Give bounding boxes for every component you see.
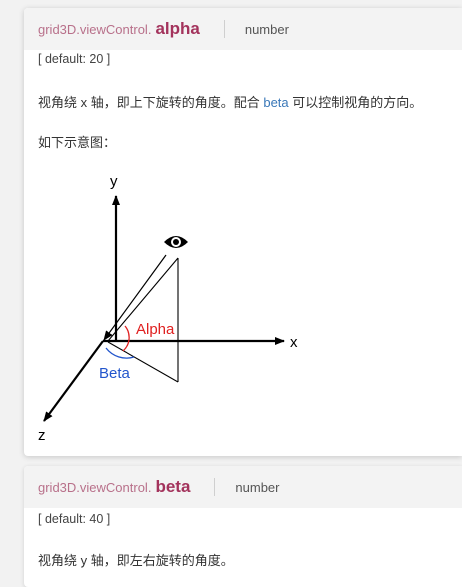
z-axis-label: z <box>38 427 46 444</box>
property-name[interactable]: beta <box>155 477 191 496</box>
default-value: [ default: 20 ] <box>38 52 111 66</box>
view-sight-line <box>107 257 179 342</box>
z-axis <box>43 340 104 422</box>
rotation-diagram: y x z Alpha Beta <box>38 173 298 444</box>
view-direction-line <box>103 254 167 341</box>
property-description: 视角绕 x 轴，即上下旋转的角度。配合 beta 可以控制视角的方向。 <box>38 92 422 111</box>
property-path-prefix: grid3D.viewControl. <box>38 21 152 37</box>
diagram-caption: 如下示意图： <box>38 135 117 150</box>
x-axis-label: x <box>290 334 298 351</box>
property-type: number <box>235 479 280 495</box>
property-description: 视角绕 y 轴，即左右旋转的角度。 <box>38 553 234 568</box>
property-card-alpha: grid3D.viewControl. alpha number [ defau… <box>24 8 462 456</box>
eye-icon <box>164 236 188 248</box>
alpha-arc <box>122 325 130 352</box>
property-type: number <box>244 21 289 37</box>
header-divider <box>214 478 216 496</box>
y-axis-label: y <box>110 173 118 190</box>
header-divider <box>223 20 225 38</box>
description-text-end: 可以控制视角的方向。 <box>288 95 423 110</box>
description-text: 视角绕 x 轴，即上下旋转的角度。配合 <box>38 95 264 110</box>
property-path-prefix: grid3D.viewControl. <box>38 479 152 495</box>
alpha-label: Alpha <box>136 321 175 338</box>
property-header: grid3D.viewControl. alpha number <box>24 8 462 50</box>
property-card-beta: grid3D.viewControl. beta number [ defaul… <box>24 466 462 587</box>
beta-arc <box>105 347 135 359</box>
view-base-line <box>107 341 179 383</box>
beta-label: Beta <box>99 365 131 382</box>
property-header: grid3D.viewControl. beta number <box>24 466 462 508</box>
default-value: [ default: 40 ] <box>38 512 111 526</box>
property-name[interactable]: alpha <box>155 19 200 38</box>
beta-link[interactable]: beta <box>263 95 289 110</box>
